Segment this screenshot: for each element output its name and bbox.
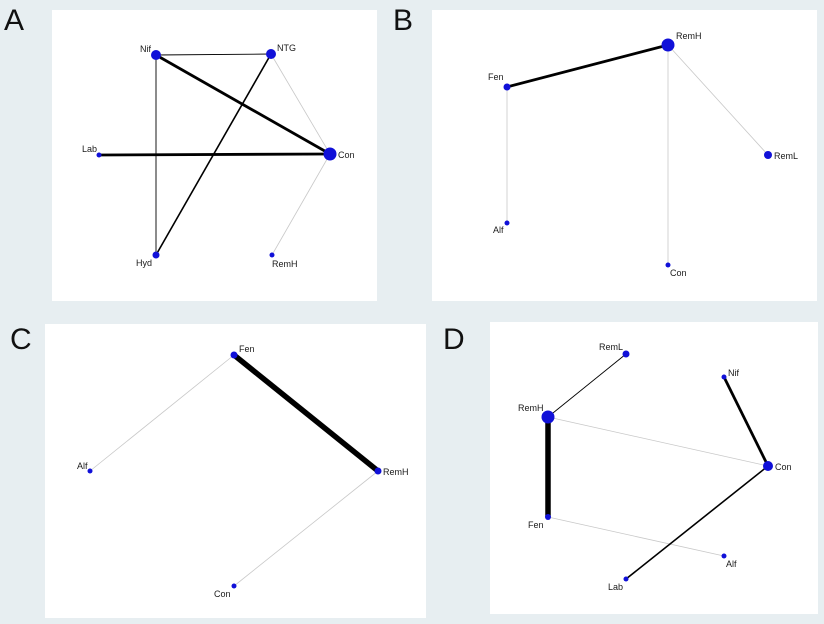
node-c-fen [230, 351, 238, 359]
panel-letter-d: D [443, 323, 465, 356]
node-d-alf [721, 553, 727, 559]
edge-a-lab-con [98, 152, 331, 157]
node-d-lab [623, 576, 629, 582]
node-label-a-hyd: Hyd [136, 258, 152, 268]
node-label-c-alf: Alf [77, 461, 88, 471]
edge-d-nif-con [722, 376, 770, 467]
edge-d-con-lab [625, 465, 769, 580]
node-d-fen [545, 514, 551, 520]
node-label-d-nif: Nif [728, 368, 739, 378]
node-label-b-con: Con [670, 268, 687, 278]
edge-b-remh-reml [667, 44, 769, 156]
node-label-c-remh: RemH [383, 467, 409, 477]
node-b-alf [504, 220, 510, 226]
node-label-a-nif: Nif [140, 44, 151, 54]
panel-letter-b: B [393, 4, 414, 37]
node-label-d-reml: RemL [599, 342, 623, 352]
node-d-reml [622, 350, 630, 358]
edge-b-fen-remh [506, 43, 669, 89]
node-d-nif [721, 374, 727, 380]
node-b-con [665, 262, 671, 268]
node-d-remh [541, 410, 555, 424]
edge-c-remh-con [233, 470, 379, 587]
edge-d-remh-con [547, 416, 769, 467]
node-a-ntg [266, 49, 276, 59]
node-label-b-alf: Alf [493, 225, 504, 235]
node-a-hyd [152, 251, 160, 259]
node-label-d-alf: Alf [726, 559, 737, 569]
node-label-d-remh: RemH [518, 403, 544, 413]
edge-a-nif-ntg [155, 53, 272, 56]
node-c-con [231, 583, 237, 589]
node-a-con [323, 147, 337, 161]
edge-c-fen-remh [232, 352, 380, 474]
node-label-b-reml: RemL [774, 151, 798, 161]
panel-letter-a: A [4, 4, 25, 37]
node-label-b-fen: Fen [488, 72, 504, 82]
node-c-alf [87, 468, 93, 474]
node-label-a-ntg: NTG [277, 43, 296, 53]
edge-a-ntg-con [270, 53, 331, 155]
node-label-d-con: Con [775, 462, 792, 472]
node-a-lab [96, 152, 102, 158]
node-a-nif [151, 50, 161, 60]
node-label-a-remh: RemH [272, 259, 298, 269]
node-b-remh [661, 38, 675, 52]
panel-letter-c: C [10, 323, 32, 356]
node-label-b-remh: RemH [676, 31, 702, 41]
edge-d-fen-alf [547, 516, 725, 557]
node-label-c-fen: Fen [239, 344, 255, 354]
node-d-con [763, 461, 773, 471]
node-a-remh [269, 252, 275, 258]
node-label-a-lab: Lab [82, 144, 97, 154]
edge-d-reml-remh [547, 353, 627, 418]
node-c-remh [374, 467, 382, 475]
edge-c-fen-alf [89, 354, 235, 472]
edge-a-con-remh [271, 153, 331, 256]
node-label-a-con: Con [338, 150, 355, 160]
node-b-reml [764, 151, 772, 159]
node-label-d-lab: Lab [608, 582, 623, 592]
node-label-c-con: Con [214, 589, 231, 599]
node-label-d-fen: Fen [528, 520, 544, 530]
node-b-fen [503, 83, 511, 91]
